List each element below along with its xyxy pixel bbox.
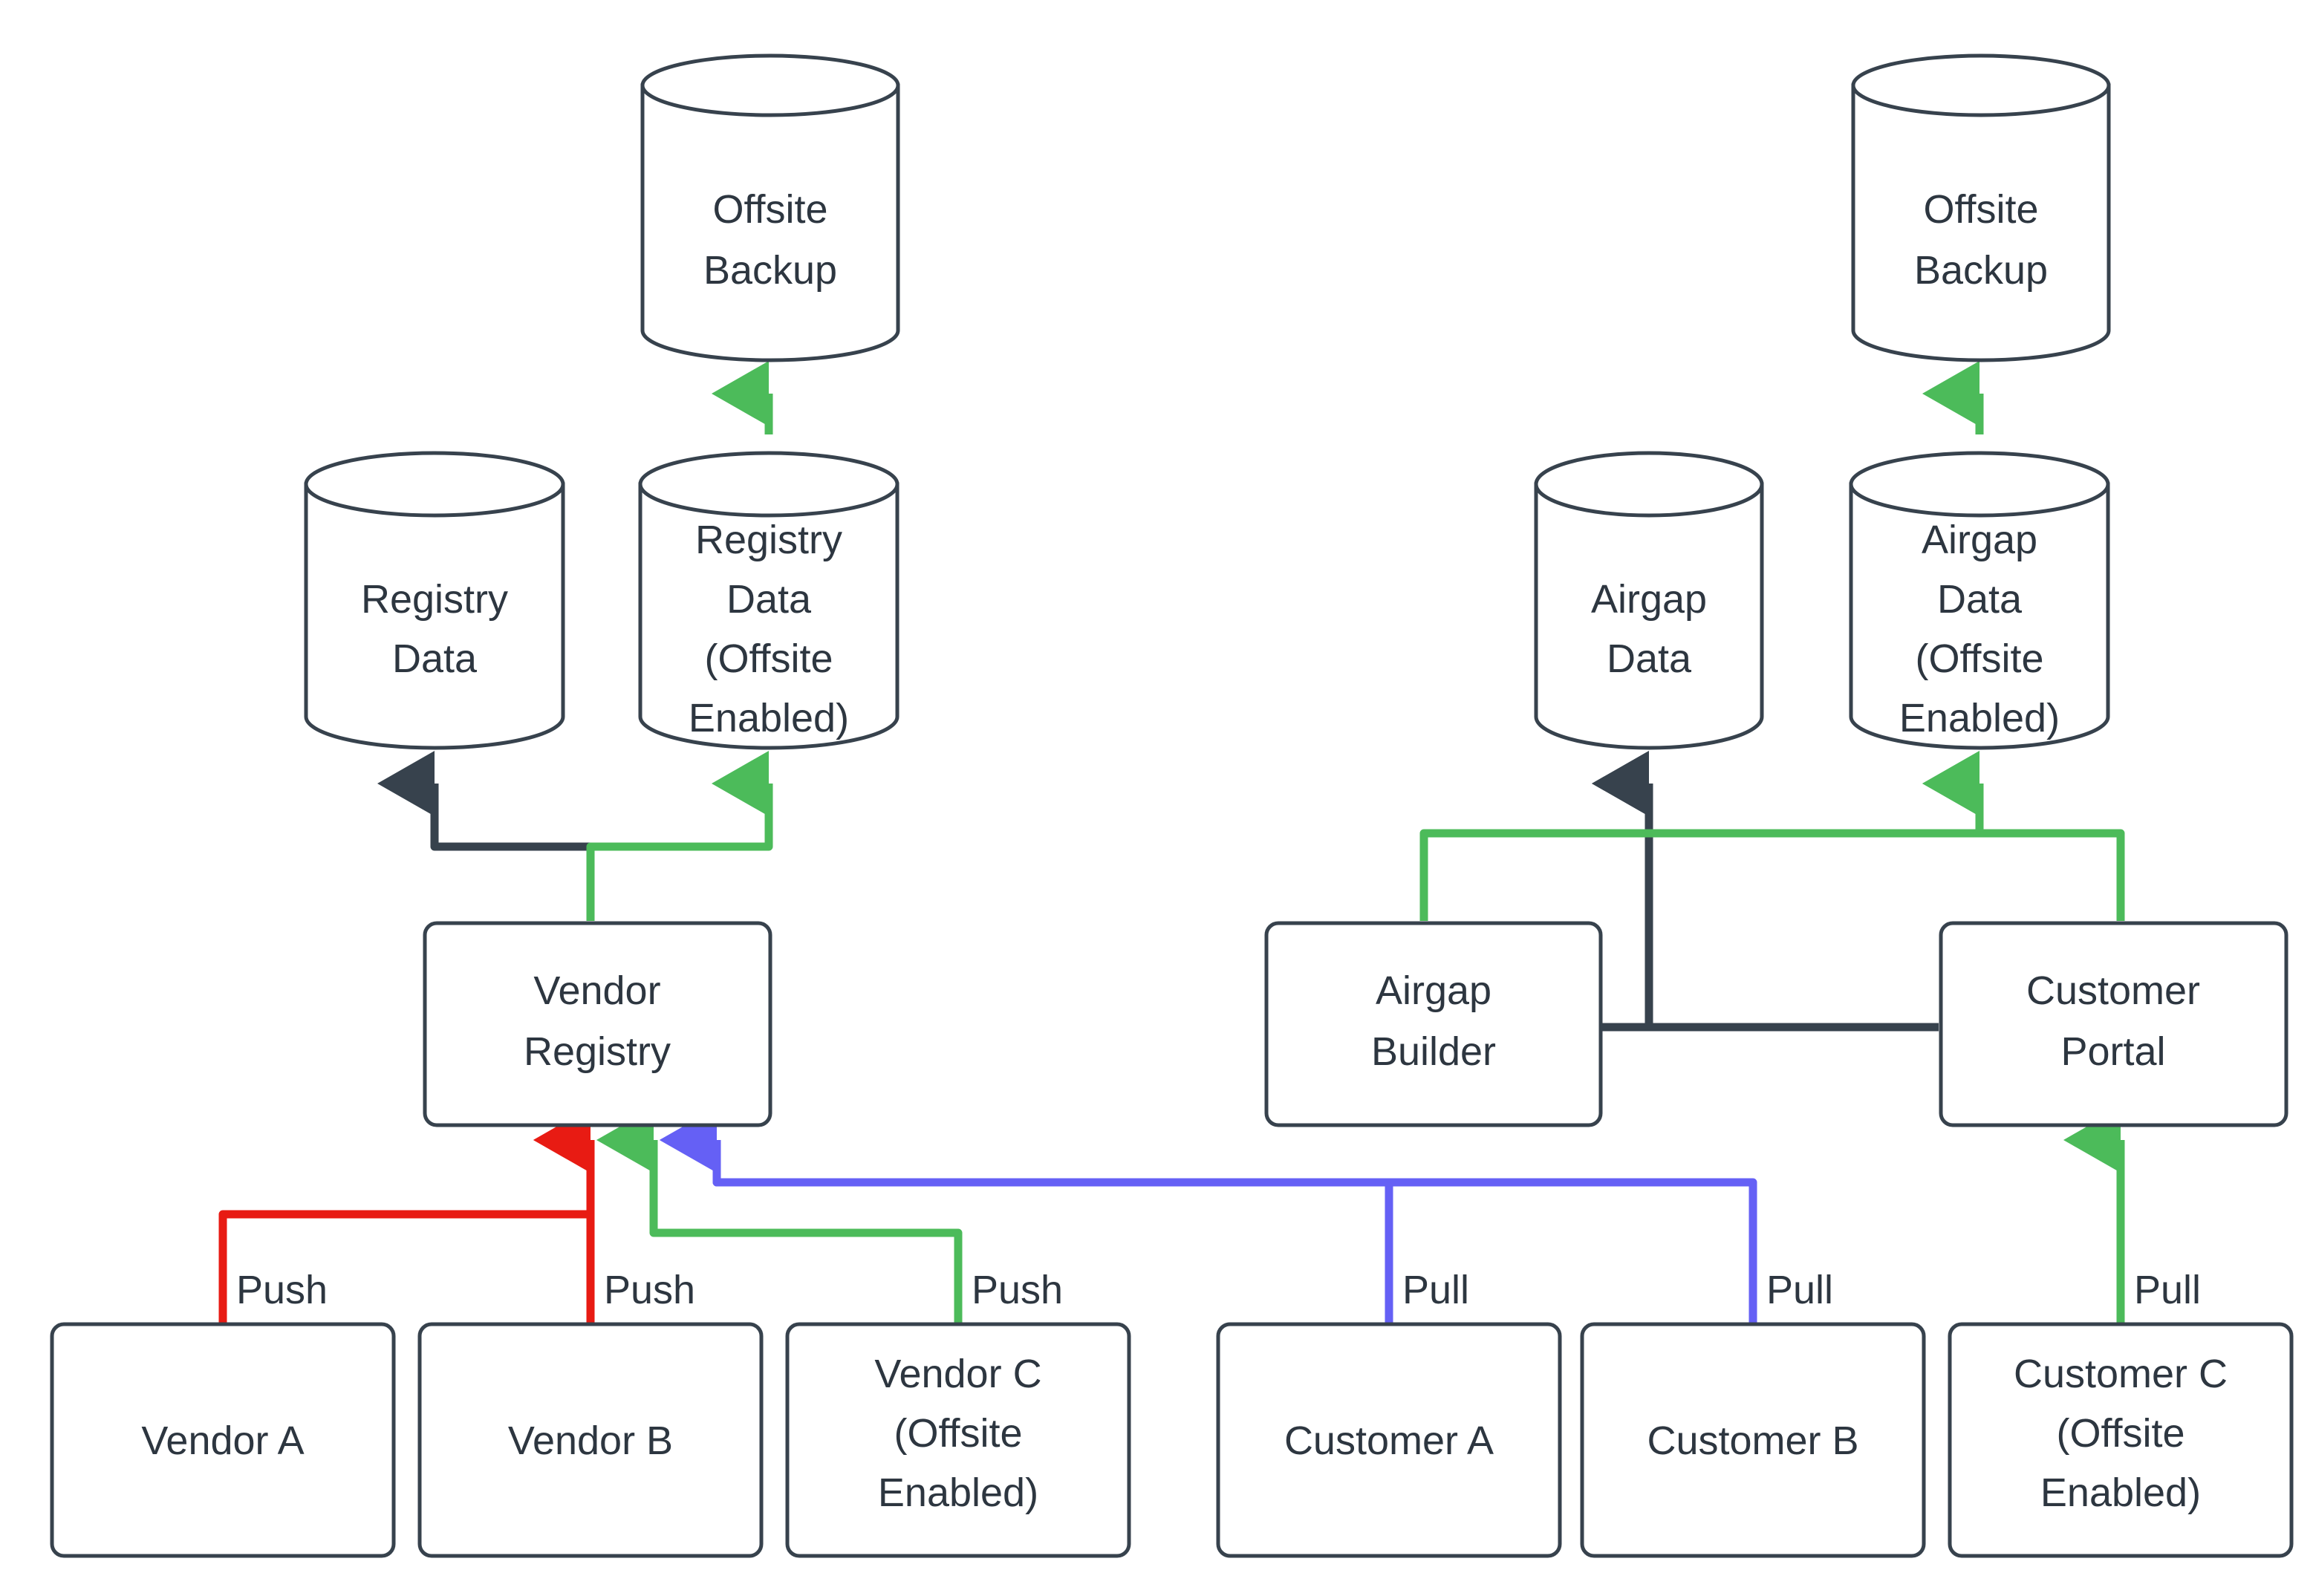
node-vendor-a[interactable]: Vendor A	[50, 1322, 396, 1558]
edge-vendor-registry-to-registry-data	[377, 751, 595, 921]
svg-text:Push: Push	[604, 1268, 695, 1312]
edge-airgap-builder-to-airgap-data	[1592, 751, 1653, 1032]
node-label: Offsite	[712, 187, 827, 232]
svg-text:Push: Push	[236, 1268, 328, 1312]
node-offsite-backup-right[interactable]: Offsite Backup	[1851, 53, 2111, 362]
node-label: Backup	[1914, 248, 2048, 293]
node-label: Vendor C	[874, 1352, 1041, 1396]
edge-customer-portal-to-airgap-data-offsite	[1922, 751, 2125, 921]
node-airgap-data-offsite[interactable]: Airgap Data (Offsite Enabled)	[1849, 451, 2110, 750]
node-customer-c[interactable]: Customer C (Offsite Enabled)	[1948, 1322, 2294, 1558]
edge-label-vendor-b-push: Push	[604, 1268, 695, 1312]
node-label: Enabled)	[1899, 696, 2060, 740]
edge-customer-portal-to-airgap-data	[1592, 751, 1939, 1032]
node-label: Backup	[703, 248, 837, 293]
node-label: Registry	[695, 518, 842, 562]
node-label: Customer B	[1647, 1419, 1858, 1463]
node-label: Airgap	[1376, 968, 1491, 1013]
node-label: Vendor	[533, 968, 660, 1013]
node-label: Portal	[2060, 1029, 2165, 1074]
node-customer-a[interactable]: Customer A	[1216, 1322, 1562, 1558]
svg-text:Pull: Pull	[1402, 1268, 1469, 1312]
node-label: Builder	[1371, 1029, 1496, 1074]
edge-label-vendor-c-push: Push	[972, 1268, 1063, 1312]
node-label: Enabled)	[689, 696, 849, 740]
node-label: (Offsite	[894, 1411, 1022, 1456]
svg-text:Push: Push	[972, 1268, 1063, 1312]
node-label: Vendor A	[141, 1419, 304, 1463]
node-registry-data-offsite[interactable]: Registry Data (Offsite Enabled)	[638, 451, 900, 750]
node-label: (Offsite	[1915, 636, 2043, 681]
node-label: Data	[1607, 636, 1692, 681]
node-vendor-b[interactable]: Vendor B	[417, 1322, 764, 1558]
node-label: Offsite	[1923, 187, 2038, 232]
node-airgap-builder[interactable]: Airgap Builder	[1264, 921, 1603, 1127]
node-label: Airgap	[1591, 577, 1707, 622]
node-label: (Offsite	[2056, 1411, 2184, 1456]
node-registry-data[interactable]: Registry Data	[304, 451, 565, 750]
node-airgap-data[interactable]: Airgap Data	[1534, 451, 1764, 750]
node-vendor-c[interactable]: Vendor C (Offsite Enabled)	[785, 1322, 1131, 1558]
node-label: Data	[1937, 577, 2023, 622]
node-label: Registry	[524, 1029, 671, 1074]
node-label: Airgap	[1922, 518, 2037, 562]
node-label: Data	[726, 577, 812, 622]
edge-label-customer-a-pull: Pull	[1402, 1268, 1469, 1312]
node-customer-b[interactable]: Customer B	[1580, 1322, 1926, 1558]
edge-airgap-builder-to-airgap-data-offsite	[1419, 751, 1984, 921]
node-label: Enabled)	[878, 1470, 1038, 1515]
node-label: (Offsite	[704, 636, 833, 681]
edge-label-customer-b-pull: Pull	[1766, 1268, 1833, 1312]
edge-customer-b-pull	[660, 1107, 1757, 1324]
node-label: Registry	[361, 577, 508, 622]
edge-label-vendor-a-push: Push	[236, 1268, 328, 1312]
node-label: Vendor B	[508, 1419, 673, 1463]
svg-text:Pull: Pull	[1766, 1268, 1833, 1312]
node-customer-portal[interactable]: Customer Portal	[1939, 921, 2288, 1127]
node-label: Data	[392, 636, 478, 681]
node-vendor-registry[interactable]: Vendor Registry	[423, 921, 772, 1127]
node-label: Customer C	[2014, 1352, 2228, 1396]
edge-vendor-c-push	[596, 1107, 963, 1324]
node-label: Customer	[2026, 968, 2200, 1013]
node-label: Enabled)	[2040, 1470, 2201, 1515]
svg-text:Pull: Pull	[2134, 1268, 2201, 1312]
node-label: Customer A	[1284, 1419, 1494, 1463]
node-offsite-backup-left[interactable]: Offsite Backup	[640, 53, 900, 362]
edge-vendor-registry-to-registry-data-offsite	[586, 751, 773, 921]
edge-label-customer-c-pull: Pull	[2134, 1268, 2201, 1312]
